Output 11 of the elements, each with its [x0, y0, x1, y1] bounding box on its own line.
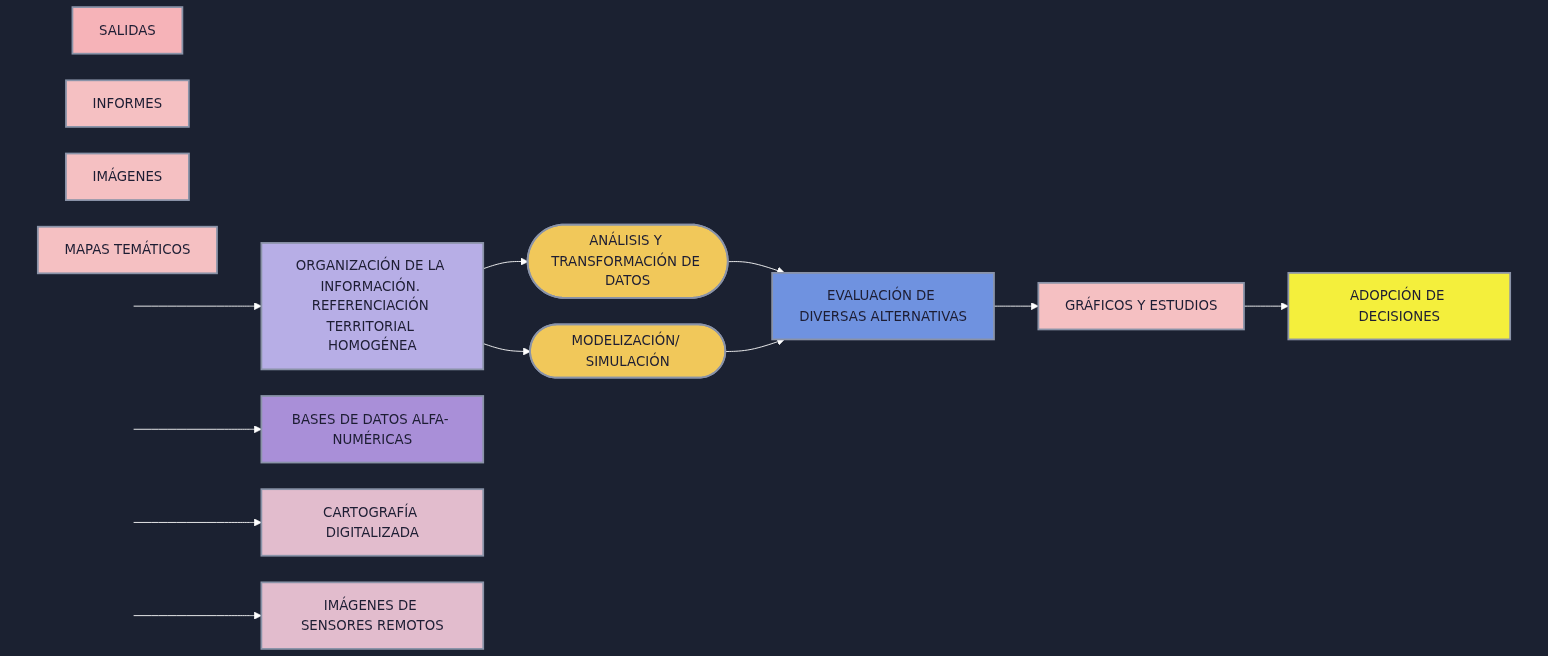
node-box: EVALUACIÓN DE DIVERSAS ALTERNATIVAS: [771, 272, 995, 341]
node-box: SALIDAS: [71, 6, 184, 55]
node-box: INFORMES: [65, 79, 190, 128]
node-box: IMÁGENES: [65, 152, 190, 201]
node-box: ORGANIZACIÓN DE LA INFORMACIÓN. REFERENCIACIÓN TERRITORIAL HOMOGÉNEA: [260, 242, 485, 371]
node-box: IMÁGENES DE SENSORES REMOTOS: [260, 581, 485, 650]
node-box: BASES DE DATOS ALFA- NUMÉRICAS: [260, 395, 485, 464]
node-box: GRÁFICOS Y ESTUDIOS: [1037, 281, 1245, 331]
node-box: ADOPCIÓN DE DECISIONES: [1287, 272, 1512, 341]
node-box: CARTOGRAFÍA DIGITALIZADA: [260, 488, 485, 557]
node-box: MAPAS TEMÁTICOS: [36, 225, 218, 275]
